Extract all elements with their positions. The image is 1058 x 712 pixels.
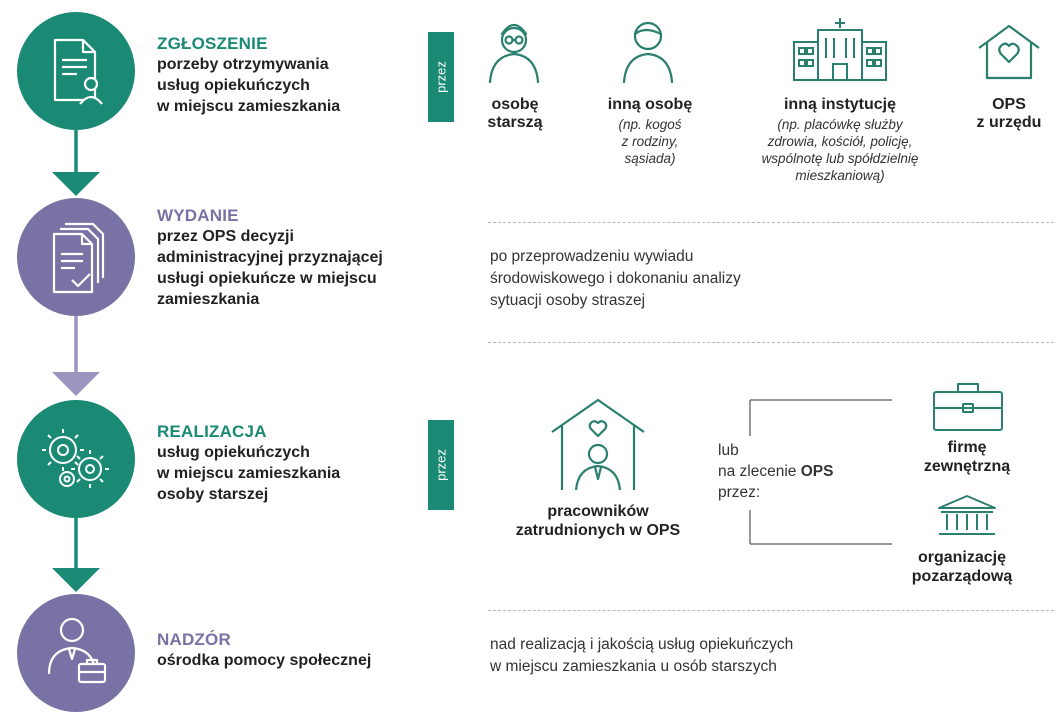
reporter-name-line: OPS: [992, 96, 1026, 113]
option-ngo: organizację pozarządową: [888, 548, 1036, 586]
briefcase-icon: [933, 383, 1003, 431]
stage-title: WYDANIE: [157, 206, 239, 225]
reporter-note-line: (np. kogoś: [618, 117, 682, 132]
stage-desc-line: usług opiekuńczych: [157, 444, 310, 461]
decision-line: po przeprowadzeniu wywiadu: [490, 248, 694, 265]
documents-check-icon: [17, 198, 135, 316]
stage-desc-line: usług opiekuńczych: [157, 77, 310, 94]
stage-circle-zgloszenie: [17, 12, 135, 130]
reporter-note-line: (np. placówkę służby: [777, 117, 903, 132]
stage-desc-line: w miejscu zamieszkania: [157, 98, 341, 115]
options-bracket: [749, 399, 892, 545]
firm-line: firmę: [947, 439, 987, 456]
contractor-text: lub na zlecenie OPS przez:: [718, 440, 898, 503]
stage-circle-realizacja: [17, 400, 135, 518]
arrow-down-3: [52, 518, 100, 592]
reporter-institution: inną instytucję (np. placówkę służby zdr…: [728, 96, 952, 184]
na-zlecenie-line: na zlecenie OPS: [718, 461, 898, 482]
hospital-building-icon: [793, 18, 887, 81]
supervisor-briefcase-icon: [17, 594, 135, 712]
na-zlecenie-label: na zlecenie: [718, 463, 797, 480]
stage-nadzor-text: NADZÓR ośrodka pomocy społecznej: [157, 630, 457, 671]
reporter-note-line: mieszkaniową): [795, 168, 885, 183]
przez-tag-2: przez: [428, 420, 454, 510]
separator-line: [488, 342, 1054, 343]
stage-wydanie-text: WYDANIE przez OPS decyzji administracyjn…: [157, 206, 457, 310]
supervision-line: w miejscu zamieszkania u osób starszych: [490, 658, 777, 675]
stage-realizacja-text: REALIZACJA usług opiekuńczych w miejscu …: [157, 422, 407, 505]
reporter-note-line: zdrowia, kościół, policję,: [767, 134, 913, 149]
decision-line: środowiskowego i dokonaniu analizy: [490, 270, 741, 287]
person-icon: [622, 21, 674, 84]
reporter-name-line: starszą: [487, 114, 543, 131]
decision-description: po przeprowadzeniu wywiadu środowiskoweg…: [490, 246, 870, 312]
stage-desc-line: porzeby otrzymywania: [157, 56, 329, 73]
employees-line: pracowników: [547, 503, 649, 520]
gears-icon: [17, 400, 135, 518]
reporter-note-line: z rodziny,: [621, 134, 679, 149]
arrow-down-2: [52, 316, 100, 396]
decision-line: sytuacji osoby straszej: [490, 292, 646, 309]
supervision-description: nad realizacją i jakością usług opiekuńc…: [490, 634, 950, 678]
stage-title: NADZÓR: [157, 630, 231, 649]
option-external-firm: firmę zewnętrzną: [898, 438, 1036, 476]
ngo-line: pozarządową: [911, 568, 1013, 585]
house-worker-icon: [551, 398, 645, 491]
stage-desc-line: zamieszkania: [157, 291, 260, 308]
institution-building-icon: [938, 495, 996, 535]
stage-desc-line: administracyjnej przyznającej: [157, 249, 383, 266]
reporter-note-line: wspólnotę lub spółdzielnię: [761, 151, 919, 166]
separator-line: [488, 610, 1054, 611]
stage-desc-line: w miejscu zamieszkania: [157, 465, 341, 482]
przez-colon-label: przez:: [718, 484, 761, 501]
firm-line: zewnętrzną: [923, 458, 1011, 475]
reporter-name-line: osobę: [491, 96, 539, 113]
arrow-down-1: [52, 130, 100, 196]
stage-zgloszenie-text: ZGŁOSZENIE porzeby otrzymywania usług op…: [157, 34, 407, 117]
reporter-name-line: z urzędu: [976, 114, 1042, 131]
elderly-person-icon: [488, 23, 540, 84]
separator-line: [488, 222, 1054, 223]
stage-title: REALIZACJA: [157, 422, 267, 441]
stage-desc-line: ośrodka pomocy społecznej: [157, 652, 372, 669]
realization-employees: pracowników zatrudnionych w OPS: [490, 502, 706, 540]
przez-label: przez: [433, 449, 449, 481]
reporter-other-person: inną osobę (np. kogoś z rodziny, sąsiada…: [585, 96, 715, 167]
przez-label: przez: [433, 61, 449, 93]
stage-title: ZGŁOSZENIE: [157, 34, 268, 53]
employees-line: zatrudnionych w OPS: [515, 522, 681, 539]
reporter-name-line: inną osobę: [607, 96, 693, 113]
reporter-name-line: inną instytucję: [783, 96, 897, 113]
stage-desc-line: osoby starszej: [157, 486, 269, 503]
stage-circle-nadzor: [17, 594, 135, 712]
house-heart-icon: [978, 24, 1040, 80]
ops-label: OPS: [800, 463, 834, 480]
reporter-ops: OPS z urzędu: [962, 96, 1056, 132]
stage-desc-line: przez OPS decyzji: [157, 228, 294, 245]
reporter-elderly: osobę starszą: [470, 96, 560, 132]
supervision-line: nad realizacją i jakością usług opiekuńc…: [490, 636, 794, 653]
stage-circle-wydanie: [17, 198, 135, 316]
lub-label: lub: [718, 442, 739, 459]
ngo-line: organizację: [917, 549, 1007, 566]
document-person-icon: [17, 12, 135, 130]
przez-tag-1: przez: [428, 32, 454, 122]
stage-desc-line: usługi opiekuńcze w miejscu: [157, 270, 377, 287]
reporter-note-line: sąsiada): [624, 151, 676, 166]
